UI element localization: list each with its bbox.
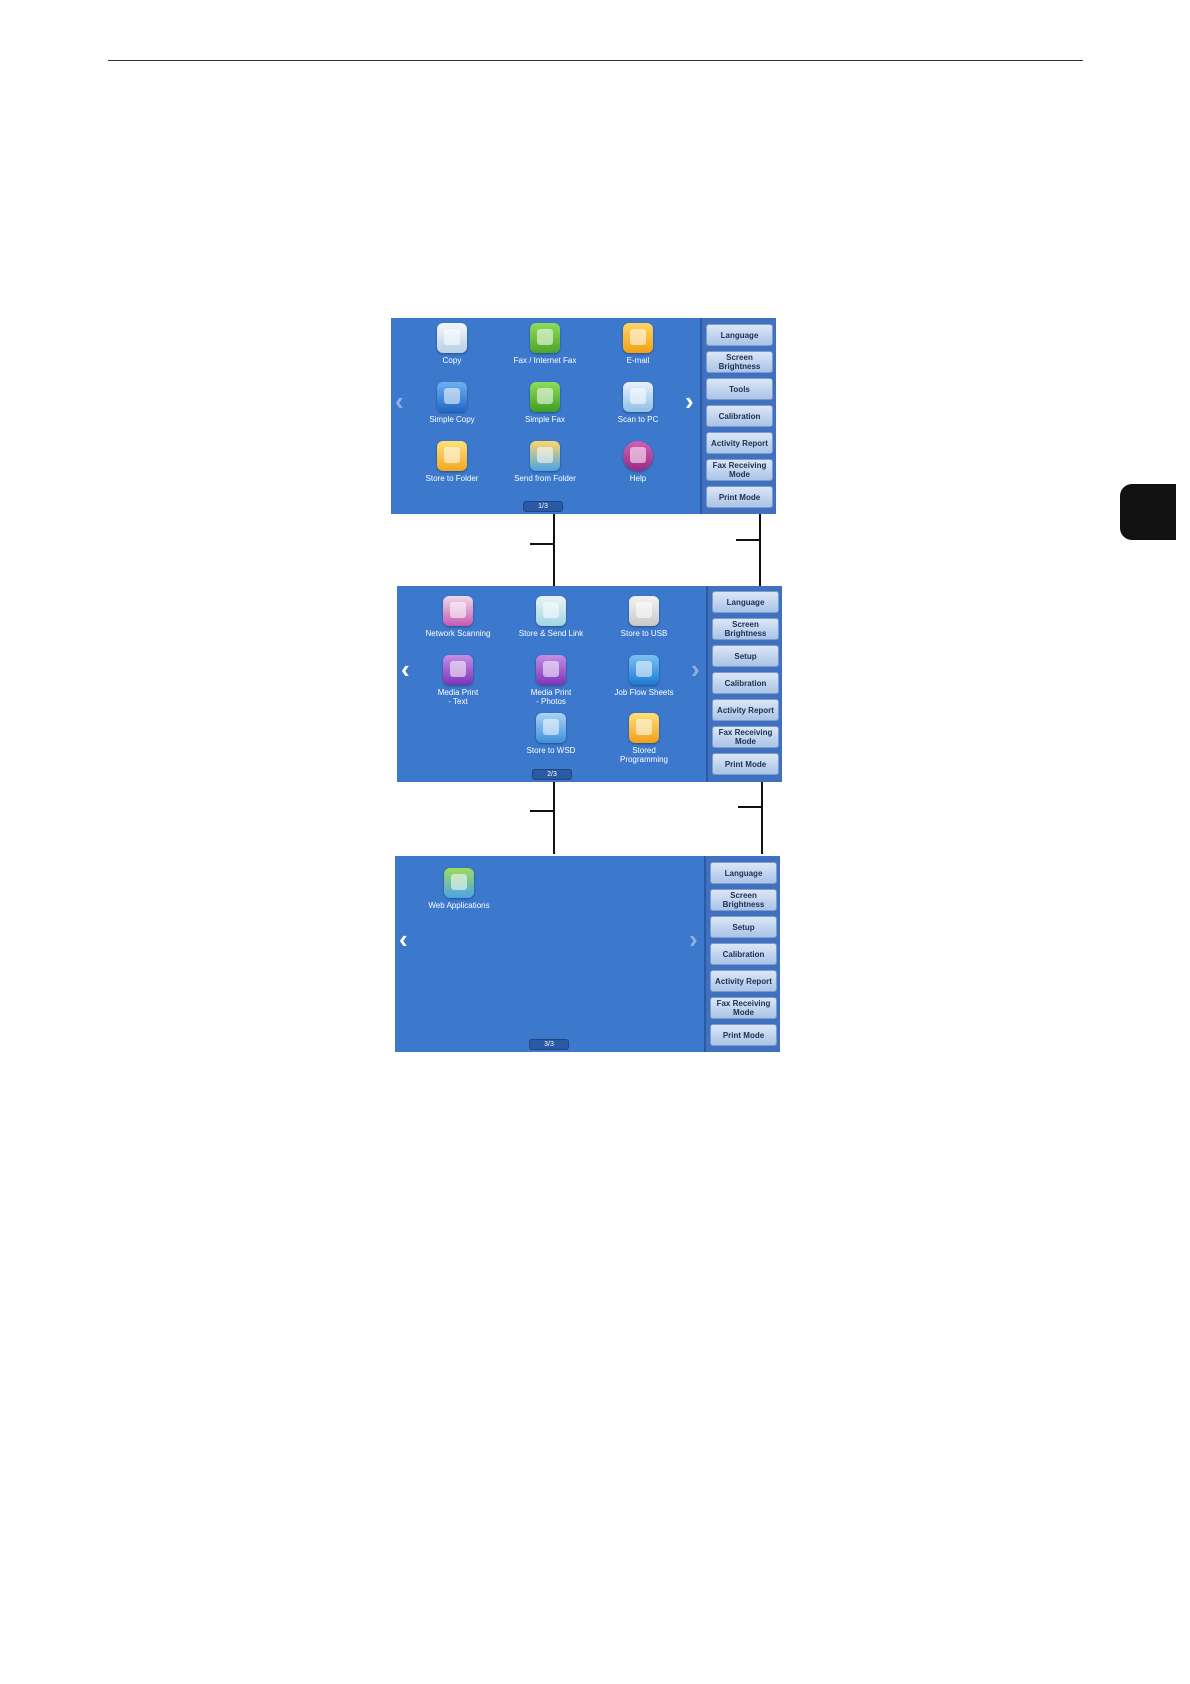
calibration-button[interactable]: Calibration <box>706 405 773 427</box>
job-flow-icon <box>629 655 659 685</box>
app-job-flow-sheets[interactable]: Job Flow Sheets <box>596 655 692 697</box>
send-from-folder-icon <box>530 441 560 471</box>
app-store-to-usb[interactable]: Store to USB <box>596 596 692 638</box>
connector-line <box>553 514 555 588</box>
app-area: Web Applications ‹ › 3/3 <box>395 856 704 1052</box>
simple-copy-icon <box>437 382 467 412</box>
media-print-photos-icon <box>536 655 566 685</box>
app-help[interactable]: Help <box>590 441 686 483</box>
sidebar: Language Screen Brightness Setup Calibra… <box>706 586 782 782</box>
page-indicator: 2/3 <box>532 769 572 780</box>
connector-line <box>553 780 555 854</box>
app-network-scanning[interactable]: Network Scanning <box>410 596 506 638</box>
help-icon <box>623 441 653 471</box>
usb-icon <box>629 596 659 626</box>
chevron-left-icon[interactable]: ‹ <box>401 654 410 684</box>
calibration-button[interactable]: Calibration <box>712 672 779 694</box>
store-send-link-icon <box>536 596 566 626</box>
app-stored-programming[interactable]: Stored Programming <box>596 713 692 764</box>
app-send-from-folder[interactable]: Send from Folder <box>497 441 593 483</box>
email-icon <box>623 323 653 353</box>
language-button[interactable]: Language <box>710 862 777 884</box>
print-mode-button[interactable]: Print Mode <box>710 1024 777 1046</box>
setup-button[interactable]: Setup <box>712 645 779 667</box>
stored-programming-icon <box>629 713 659 743</box>
screen-brightness-button[interactable]: Screen Brightness <box>710 889 777 911</box>
fax-receiving-mode-button[interactable]: Fax Receiving Mode <box>706 459 773 481</box>
copy-icon <box>437 323 467 353</box>
fax-icon <box>530 323 560 353</box>
app-fax-internet-fax[interactable]: Fax / Internet Fax <box>497 323 593 365</box>
activity-report-button[interactable]: Activity Report <box>706 432 773 454</box>
app-simple-copy[interactable]: Simple Copy <box>404 382 500 424</box>
home-screen-page-2: Network Scanning Store & Send Link Store… <box>397 586 782 782</box>
scan-to-pc-icon <box>623 382 653 412</box>
home-screen-page-1: Copy Fax / Internet Fax E-mail Simple Co… <box>391 318 776 514</box>
app-media-print-text[interactable]: Media Print - Text <box>410 655 506 706</box>
app-copy[interactable]: Copy <box>404 323 500 365</box>
folder-icon <box>437 441 467 471</box>
app-store-send-link[interactable]: Store & Send Link <box>503 596 599 638</box>
chapter-tab <box>1120 484 1176 540</box>
activity-report-button[interactable]: Activity Report <box>712 699 779 721</box>
connector-line <box>530 543 554 545</box>
chevron-left-icon[interactable]: ‹ <box>399 924 408 954</box>
home-screen-page-3: Web Applications ‹ › 3/3 Language Screen… <box>395 856 780 1052</box>
tools-button[interactable]: Tools <box>706 378 773 400</box>
chevron-right-icon[interactable]: › <box>689 924 698 954</box>
connector-line <box>761 780 763 854</box>
chevron-left-icon[interactable]: ‹ <box>395 386 404 416</box>
app-area: Network Scanning Store & Send Link Store… <box>397 586 706 782</box>
chevron-right-icon[interactable]: › <box>691 654 700 684</box>
connector-line <box>736 539 760 541</box>
connector-line <box>759 514 761 588</box>
sidebar: Language Screen Brightness Setup Calibra… <box>704 856 780 1052</box>
sidebar: Language Screen Brightness Tools Calibra… <box>700 318 776 514</box>
web-applications-icon <box>444 868 474 898</box>
language-button[interactable]: Language <box>706 324 773 346</box>
screen-brightness-button[interactable]: Screen Brightness <box>712 618 779 640</box>
page-indicator: 1/3 <box>523 501 563 512</box>
print-mode-button[interactable]: Print Mode <box>712 753 779 775</box>
screen-brightness-button[interactable]: Screen Brightness <box>706 351 773 373</box>
activity-report-button[interactable]: Activity Report <box>710 970 777 992</box>
app-web-applications[interactable]: Web Applications <box>411 868 507 910</box>
app-email[interactable]: E-mail <box>590 323 686 365</box>
page-indicator: 3/3 <box>529 1039 569 1050</box>
fax-receiving-mode-button[interactable]: Fax Receiving Mode <box>710 997 777 1019</box>
calibration-button[interactable]: Calibration <box>710 943 777 965</box>
media-print-text-icon <box>443 655 473 685</box>
app-media-print-photos[interactable]: Media Print - Photos <box>503 655 599 706</box>
connector-line <box>738 806 762 808</box>
setup-button[interactable]: Setup <box>710 916 777 938</box>
app-scan-to-pc[interactable]: Scan to PC <box>590 382 686 424</box>
app-store-to-wsd[interactable]: Store to WSD <box>503 713 599 755</box>
app-store-to-folder[interactable]: Store to Folder <box>404 441 500 483</box>
app-area: Copy Fax / Internet Fax E-mail Simple Co… <box>391 318 700 514</box>
fax-receiving-mode-button[interactable]: Fax Receiving Mode <box>712 726 779 748</box>
connector-line <box>530 810 554 812</box>
network-scanning-icon <box>443 596 473 626</box>
wsd-icon <box>536 713 566 743</box>
app-simple-fax[interactable]: Simple Fax <box>497 382 593 424</box>
chevron-right-icon[interactable]: › <box>685 386 694 416</box>
simple-fax-icon <box>530 382 560 412</box>
language-button[interactable]: Language <box>712 591 779 613</box>
page-rule <box>108 60 1083 61</box>
print-mode-button[interactable]: Print Mode <box>706 486 773 508</box>
